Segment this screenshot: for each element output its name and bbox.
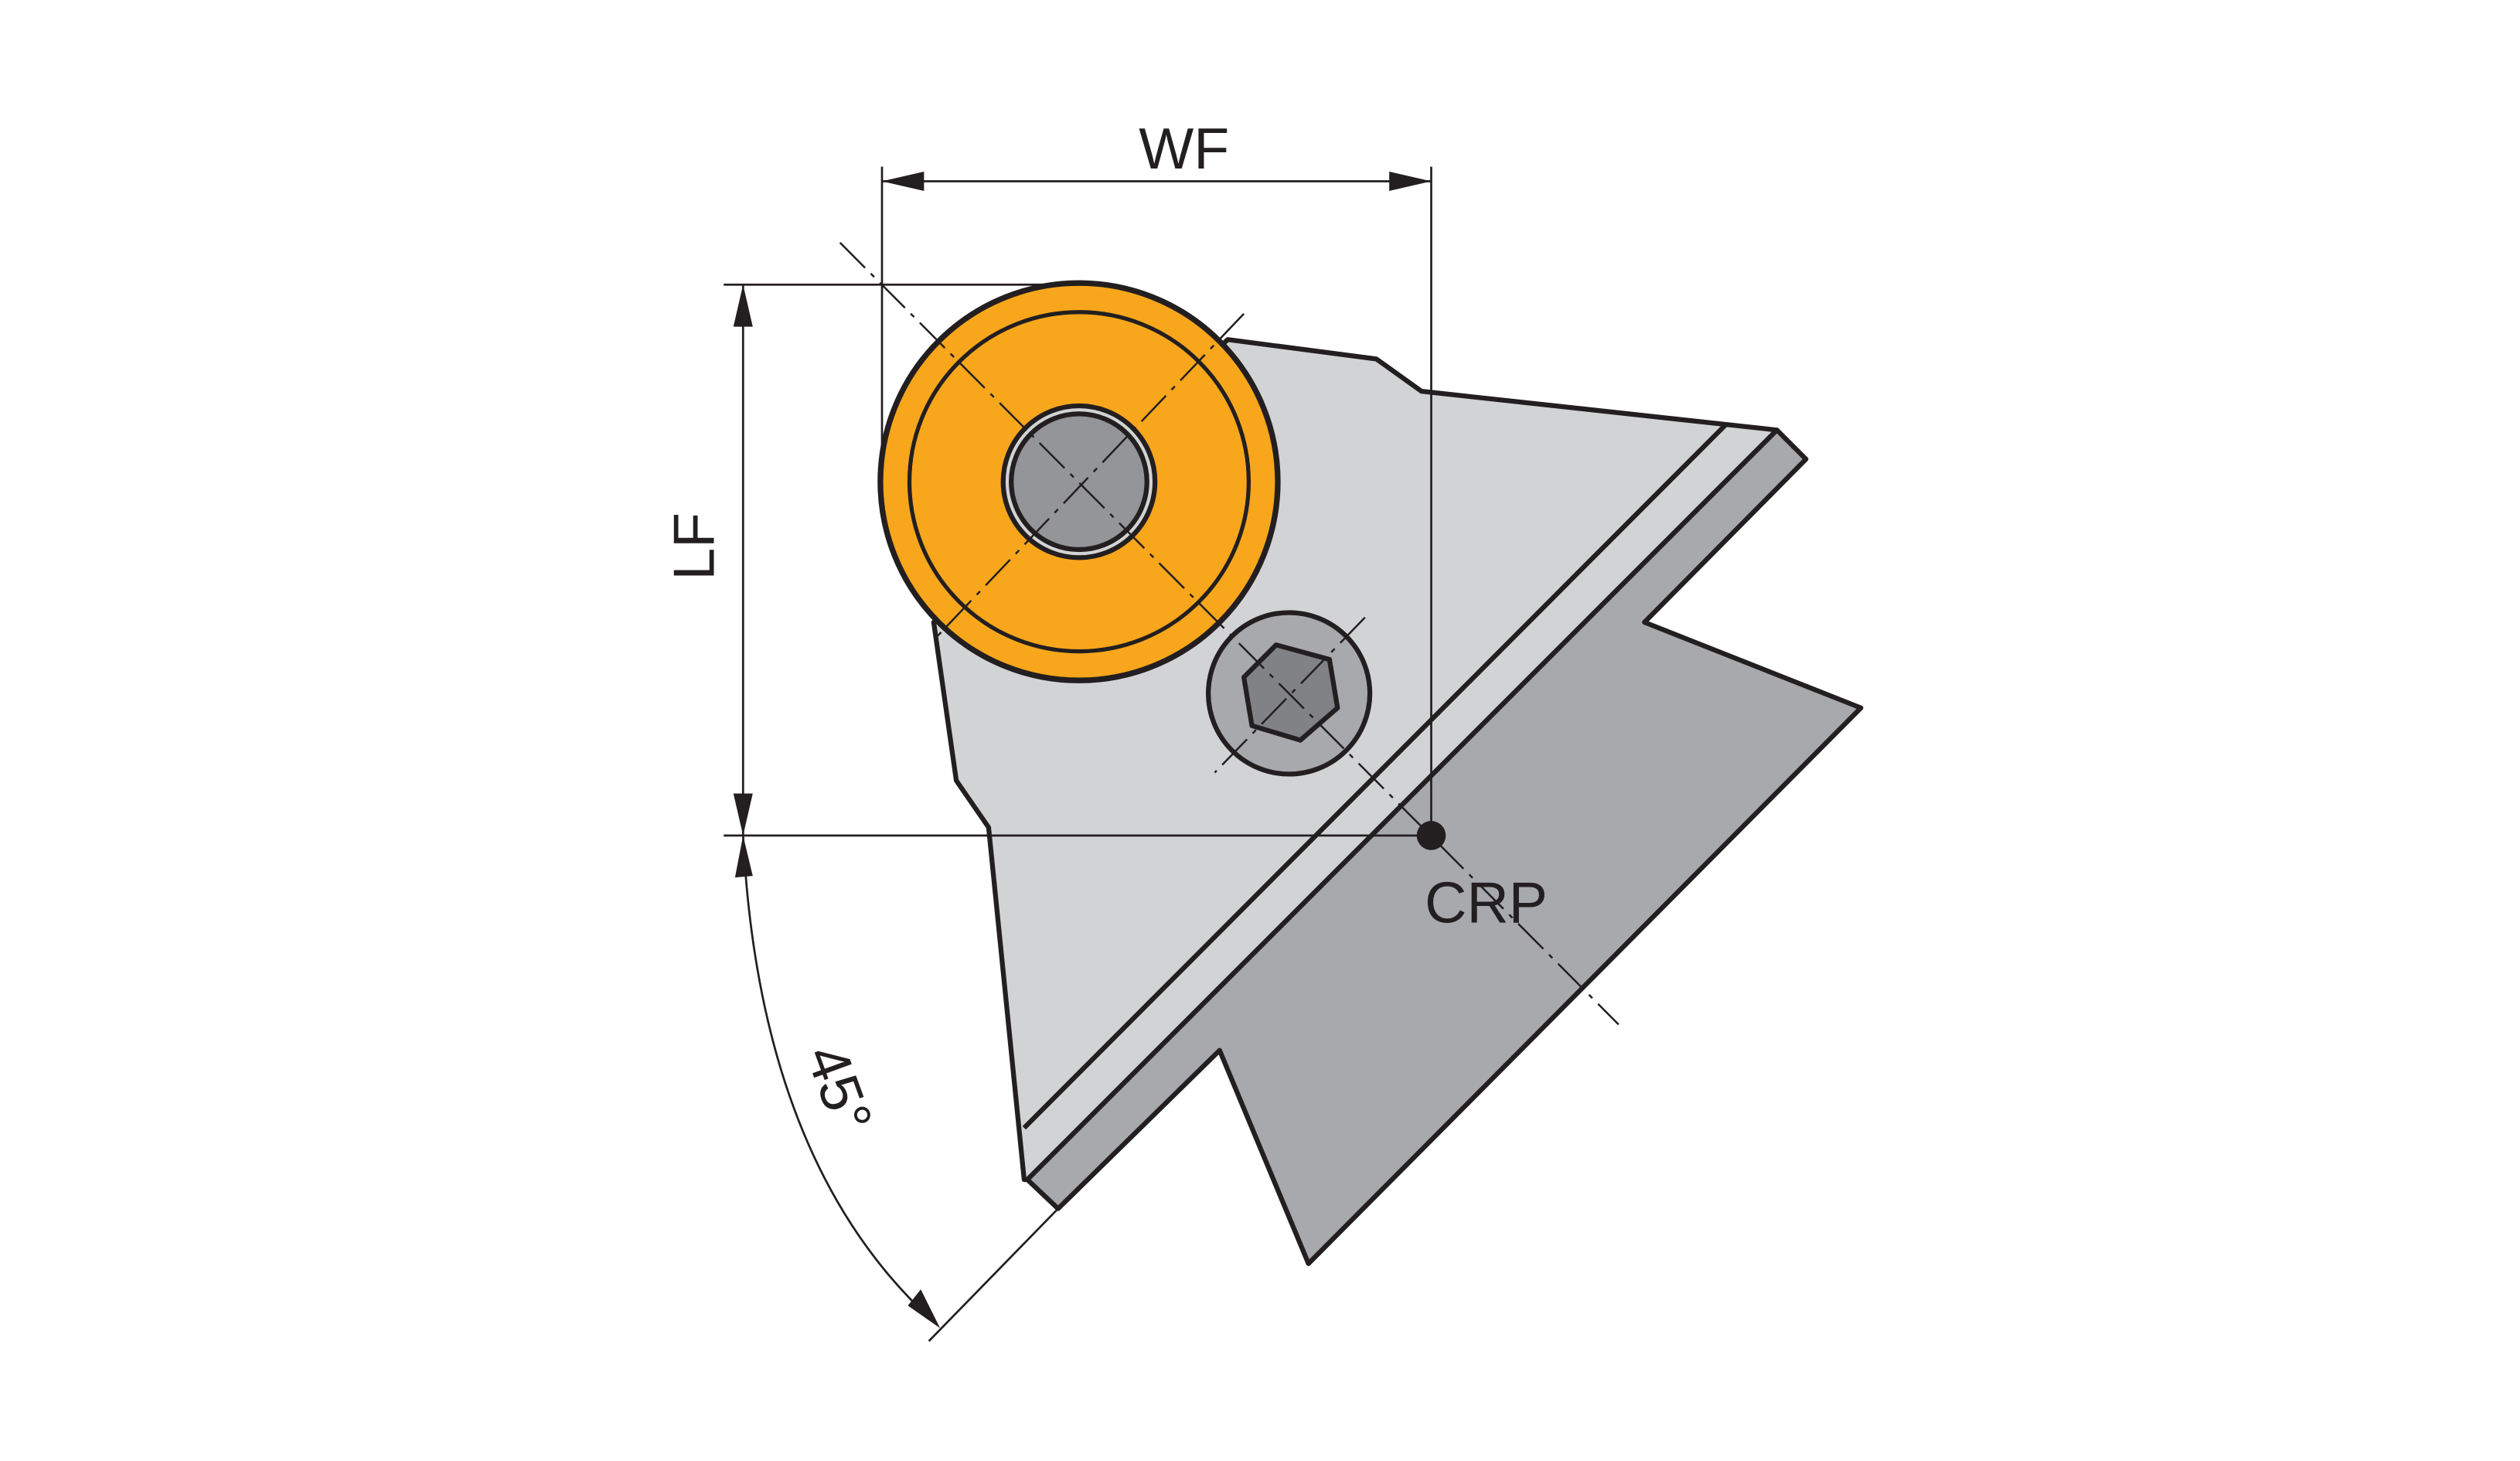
blade bbox=[1024, 427, 1864, 1266]
crp-point bbox=[1416, 821, 1446, 850]
wf-label: WF bbox=[1139, 116, 1229, 181]
angle-label: 45° bbox=[794, 1037, 885, 1142]
body-strip-edge bbox=[1022, 423, 1728, 1130]
insert-inner-ring bbox=[907, 310, 1251, 654]
center-lines bbox=[839, 242, 1619, 1026]
dimension-arrows bbox=[733, 171, 1432, 1329]
lf-label: LF bbox=[662, 513, 727, 581]
crp-label: CRP bbox=[1425, 870, 1548, 935]
dimension-lines bbox=[724, 166, 1432, 1342]
